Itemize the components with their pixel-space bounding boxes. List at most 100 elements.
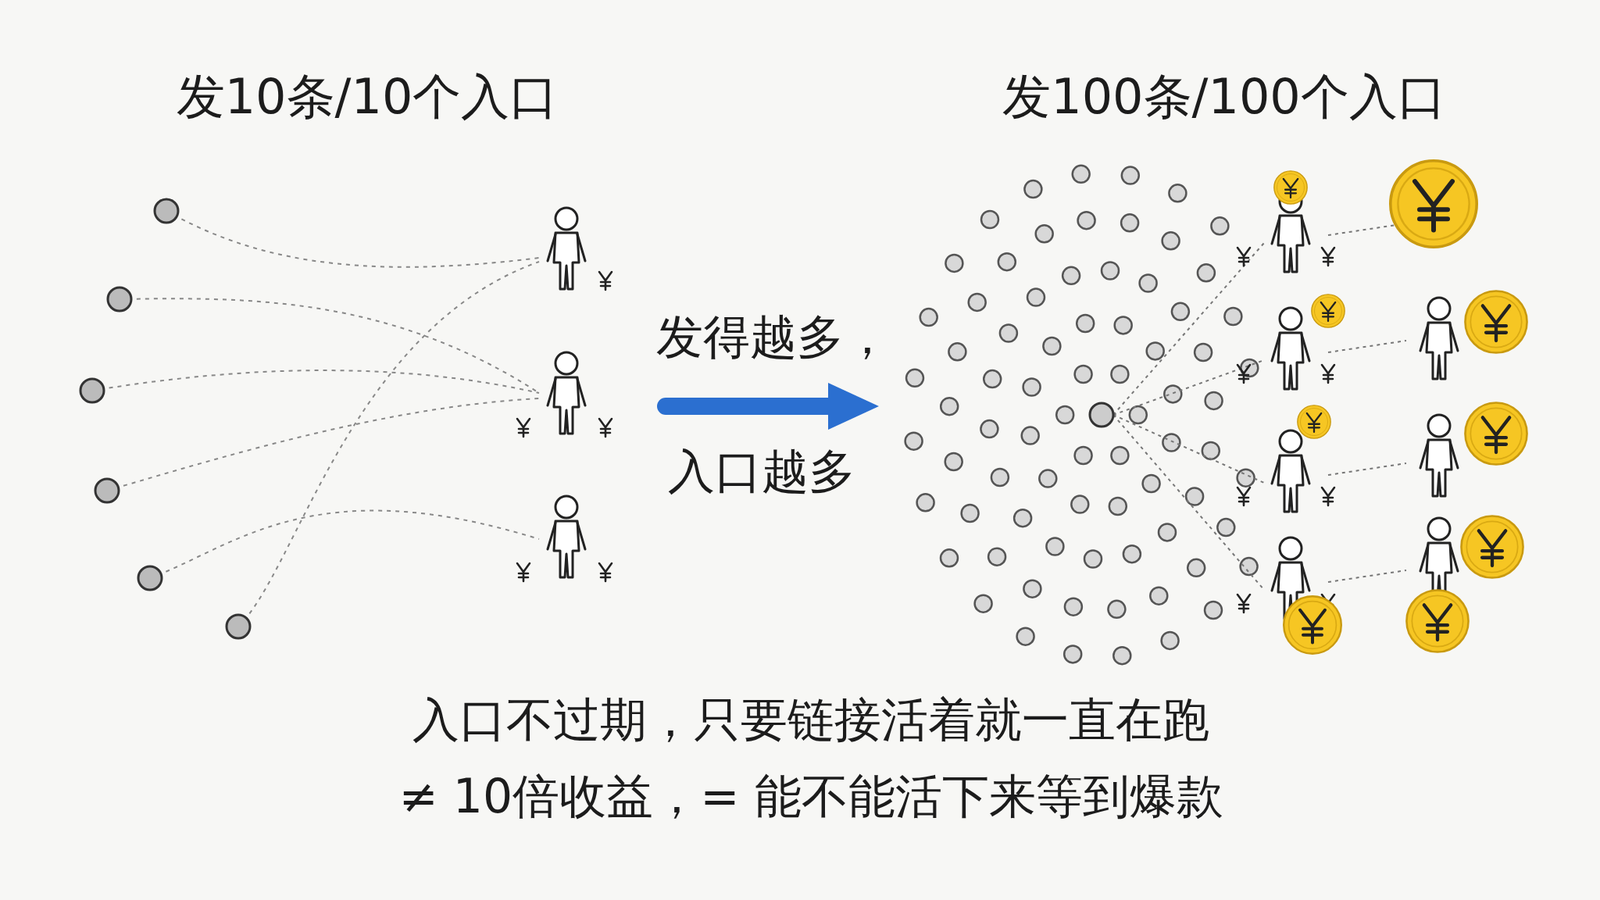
dot <box>1240 557 1258 575</box>
dot <box>1146 342 1165 360</box>
yen-sign <box>1237 594 1250 613</box>
coin <box>1274 171 1308 204</box>
yen-sign <box>1321 487 1335 506</box>
dot <box>940 549 958 567</box>
dot <box>1158 523 1176 541</box>
right-heading: 发100条/100个入口 <box>1002 67 1447 126</box>
coin <box>1464 402 1527 465</box>
arrow-label: 入口越多 <box>667 442 856 500</box>
dot <box>1072 165 1090 183</box>
yen-sign <box>1321 364 1335 383</box>
dot <box>1056 406 1074 424</box>
dot <box>1024 180 1042 198</box>
stick-figure <box>1420 517 1458 600</box>
dot <box>1021 427 1040 445</box>
ray <box>1328 340 1407 353</box>
dot <box>1171 303 1190 321</box>
dot <box>961 504 979 522</box>
dot <box>998 253 1016 271</box>
coin <box>1406 589 1468 652</box>
dot <box>945 453 963 471</box>
dot <box>1161 632 1179 650</box>
stick-figure <box>1271 307 1310 390</box>
dot <box>1139 275 1158 293</box>
dot <box>1110 446 1129 465</box>
dot <box>917 493 935 511</box>
dot <box>1064 645 1082 663</box>
ray <box>1113 360 1265 415</box>
dot <box>1150 587 1168 605</box>
dot <box>1062 267 1080 285</box>
dot <box>1121 167 1140 185</box>
coin <box>1390 160 1477 247</box>
dot <box>1205 392 1223 410</box>
dot <box>1129 406 1147 424</box>
dot <box>980 420 998 438</box>
dot <box>1123 545 1141 563</box>
dot <box>920 308 938 326</box>
dot <box>1110 365 1129 383</box>
dot <box>1071 496 1089 514</box>
arrow-label: 发得越多， <box>656 308 891 365</box>
dot <box>1164 385 1182 403</box>
dot <box>1017 628 1035 646</box>
yen-sign <box>1237 487 1250 506</box>
dot <box>1142 475 1161 493</box>
dot <box>1109 497 1127 515</box>
dot <box>1046 538 1064 556</box>
ray <box>1328 570 1407 583</box>
dot <box>1121 214 1139 232</box>
dot <box>905 432 923 450</box>
ray <box>1113 414 1265 590</box>
dot <box>1107 600 1125 618</box>
dot <box>1217 518 1235 536</box>
dot <box>1042 337 1061 355</box>
dot <box>1162 232 1180 250</box>
dot <box>1023 378 1041 397</box>
coin <box>1283 596 1342 654</box>
dot <box>1204 601 1222 619</box>
dot <box>988 548 1006 566</box>
ray <box>1113 242 1265 415</box>
yen-sign <box>1237 364 1250 383</box>
dot <box>1187 559 1205 577</box>
dot <box>1113 646 1131 665</box>
dot <box>1027 289 1045 307</box>
dot <box>1075 446 1093 465</box>
left-heading: 发10条/10个入口 <box>176 67 559 126</box>
coin <box>1297 405 1331 439</box>
dot <box>948 342 966 361</box>
dot <box>1023 580 1041 598</box>
stick-figure <box>1271 430 1310 512</box>
dot <box>1237 469 1255 487</box>
dot <box>975 595 993 613</box>
dot <box>906 369 924 387</box>
ray <box>1328 463 1407 475</box>
dot <box>968 293 986 311</box>
dot <box>1162 434 1180 452</box>
dot <box>1000 325 1018 343</box>
dot <box>991 468 1009 486</box>
note-line: 入口不过期，只要链接活着就一直在跑 <box>412 691 1210 748</box>
dot <box>1076 314 1094 333</box>
stick-figure <box>1420 297 1458 379</box>
coin <box>1464 290 1527 353</box>
yen-sign <box>1321 247 1335 266</box>
coin <box>1460 515 1523 578</box>
dot <box>1035 225 1054 243</box>
dot <box>983 370 1001 388</box>
dot <box>1210 217 1229 235</box>
dot <box>981 210 999 229</box>
dot <box>1075 365 1093 383</box>
dot <box>940 397 958 415</box>
coin <box>1311 294 1345 328</box>
dot <box>1197 264 1215 282</box>
dot <box>1084 550 1102 568</box>
note-line: ≠ 10倍收益，= 能不能活下来等到爆款 <box>398 767 1223 825</box>
ray <box>1113 414 1265 483</box>
dot <box>1114 316 1133 334</box>
stick-figure <box>1420 414 1458 497</box>
dot <box>1014 509 1032 527</box>
dot <box>1064 598 1083 616</box>
dot <box>1194 343 1212 361</box>
